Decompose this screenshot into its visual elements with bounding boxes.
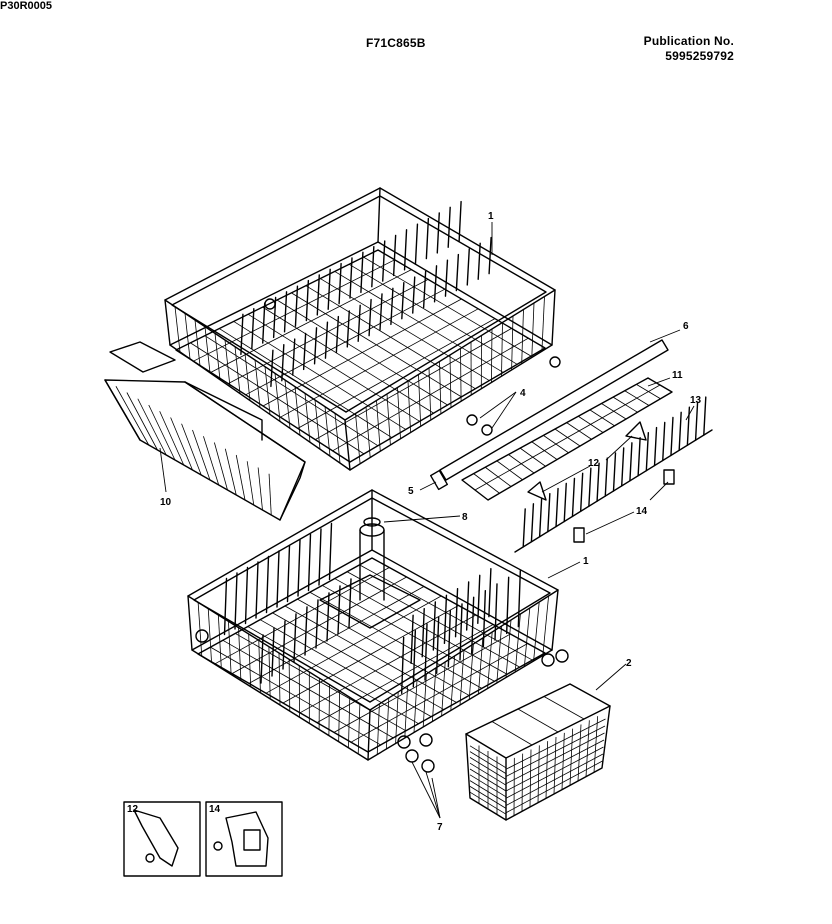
tine-row[interactable] [514, 396, 713, 553]
callout-label-8: 8 [462, 512, 468, 523]
callout-label-6: 6 [683, 321, 689, 332]
inset-12 [123, 801, 201, 877]
callout-label-3: 1 [488, 211, 494, 222]
callout-label-1: 1 [583, 556, 589, 567]
callout-label-4: 4 [520, 388, 526, 399]
publication-block: Publication No. 5995259792 [644, 34, 734, 64]
model-number: F71C865B [366, 36, 426, 50]
callout-label-12: 12 [588, 458, 600, 469]
publication-label: Publication No. [643, 34, 734, 48]
callout-label-5: 5 [408, 486, 414, 497]
callout-label-10: 10 [160, 497, 172, 508]
callout-label-7: 7 [437, 822, 443, 833]
callout-12: 12 [541, 435, 633, 493]
silverware-basket[interactable] [465, 683, 611, 821]
callout-14: 14 [585, 481, 669, 535]
callout-8: 8 [383, 512, 468, 523]
cup-shelf[interactable] [461, 377, 673, 501]
inset-label-12: 12 [127, 804, 139, 815]
callout-11: 11 [647, 370, 683, 387]
callout-3: 1 [488, 211, 494, 255]
callout-13: 13 [685, 395, 702, 421]
upper-rack[interactable] [164, 187, 561, 471]
callout-5: 5 [408, 481, 437, 497]
upper-basket[interactable] [104, 341, 306, 521]
callout-2: 2 [595, 658, 632, 691]
callout-label-14: 14 [636, 506, 648, 517]
lower-rack[interactable] [187, 489, 569, 773]
publication-number: 5995259792 [665, 49, 734, 63]
callout-10: 10 [159, 447, 172, 508]
callout-label-11: 11 [672, 370, 683, 381]
callout-label-2: 2 [626, 658, 632, 669]
callout-6: 6 [649, 321, 689, 343]
callout-7: 7 [411, 761, 443, 833]
callout-4: 4 [479, 388, 526, 429]
inset-14 [205, 801, 283, 877]
callout-1: 1 [547, 556, 589, 579]
inset-label-14: 14 [209, 804, 221, 815]
figure-code: P30R0005 [0, 0, 52, 12]
callout-label-13: 13 [690, 395, 702, 406]
